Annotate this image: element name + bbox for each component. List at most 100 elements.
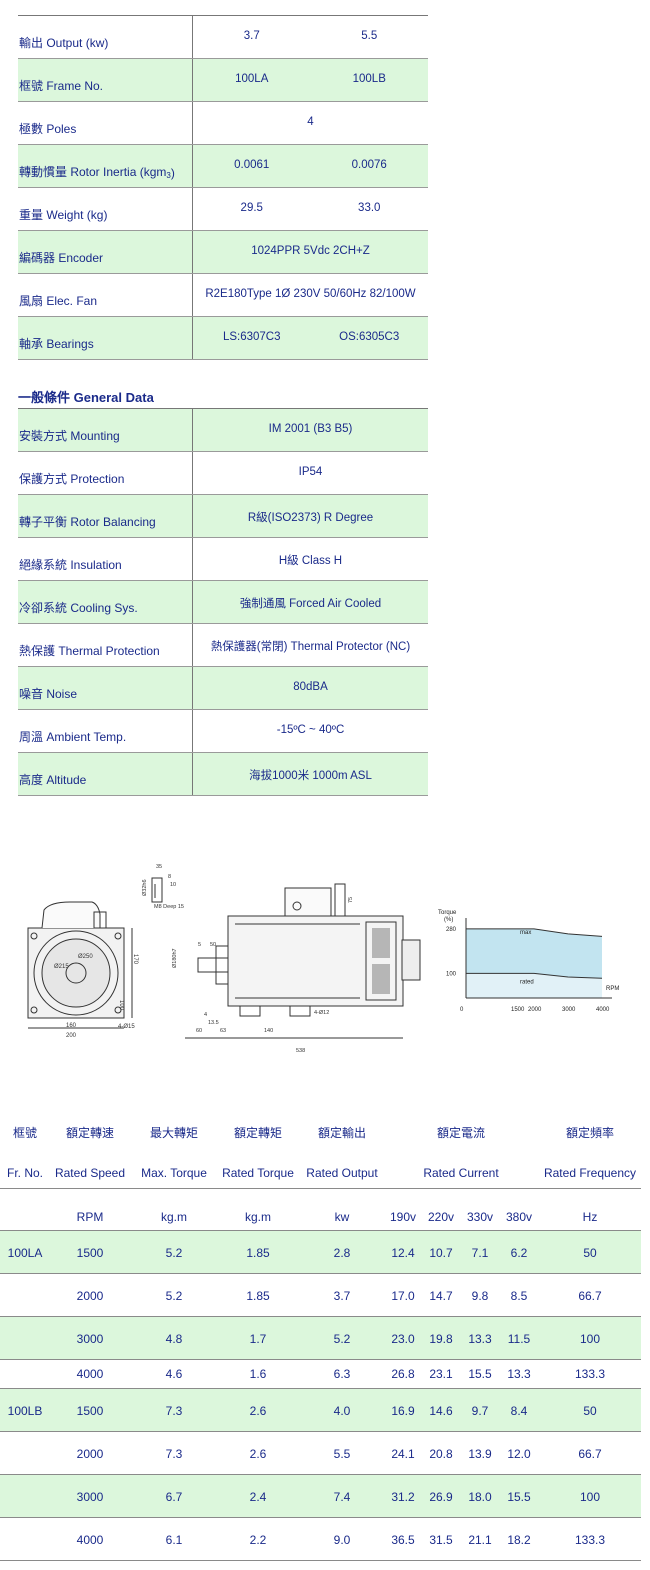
dimension-label: 13.5 <box>208 1020 219 1026</box>
general-label: 周溫 Ambient Temp. <box>18 710 193 752</box>
general-value-text: H級 Class H <box>278 555 343 567</box>
data-cell: 2.4 <box>249 1490 267 1504</box>
spec-value: R2E180Type 1Ø 230V 50/60Hz 82/100W <box>193 274 428 316</box>
dimension-label: 50 <box>210 942 216 948</box>
data-cell: 3000 <box>76 1490 104 1504</box>
data-cell: 6.1 <box>165 1533 183 1547</box>
data-cell: 50 <box>583 1246 597 1260</box>
data-cell: 2000 <box>76 1289 104 1303</box>
data-cell: 4.0 <box>333 1404 351 1418</box>
data-cell: 26.8 <box>391 1367 415 1381</box>
data-cell: 13.3 <box>507 1367 531 1381</box>
data-cell: 23.1 <box>429 1367 453 1381</box>
general-row: 絕緣系統 Insulation H級 Class H <box>18 538 428 581</box>
data-cell: 1.85 <box>246 1246 270 1260</box>
dimension-label: 160 <box>66 1023 77 1029</box>
data-cell: 9.0 <box>333 1533 351 1547</box>
data-cell: 2.2 <box>249 1533 267 1547</box>
frame-cell: 100LA <box>7 1246 43 1260</box>
data-cell: 8.5 <box>510 1289 528 1303</box>
general-value: IP54 <box>193 452 428 494</box>
unit-label: 190v <box>389 1210 417 1224</box>
row-divider <box>0 1388 641 1389</box>
data-cell: 9.8 <box>471 1289 489 1303</box>
superscript: 3 <box>166 171 171 180</box>
x-tick-label: 3000 <box>562 1007 576 1013</box>
data-cell: 4000 <box>76 1367 104 1381</box>
row-divider <box>0 1273 641 1274</box>
row-band <box>0 1231 641 1273</box>
data-cell: 66.7 <box>578 1289 602 1303</box>
header-cn: 最大轉矩 <box>149 1126 198 1140</box>
data-cell: 3000 <box>76 1332 104 1346</box>
header-cn: 框號 <box>12 1126 37 1140</box>
dimension-label: 140 <box>264 1028 273 1034</box>
data-cell: 5.5 <box>333 1447 351 1461</box>
spec-value-text: 29.5 <box>240 202 263 214</box>
data-cell: 133.3 <box>574 1533 606 1547</box>
general-label: 冷卻系統 Cooling Sys. <box>18 581 193 623</box>
max-rated-band <box>466 928 602 979</box>
data-cell: 18.2 <box>507 1533 531 1547</box>
spec-label: 極數 Poles <box>18 102 193 144</box>
data-cell: 7.3 <box>165 1404 183 1418</box>
header-en: Rated Current <box>423 1166 499 1180</box>
data-cell: 6.2 <box>510 1246 528 1260</box>
general-label: 噪音 Noise <box>18 667 193 709</box>
general-value-text: 海拔1000米 1000m ASL <box>249 770 372 782</box>
dimension-label: 10 <box>170 882 176 888</box>
data-cell: 13.3 <box>468 1332 492 1346</box>
data-cell: 11.5 <box>507 1332 531 1346</box>
data-cell: 23.0 <box>391 1332 415 1346</box>
general-label: 熱保護 Thermal Protection <box>18 624 193 666</box>
data-cell: 12.4 <box>391 1246 415 1260</box>
row-divider <box>0 1316 641 1317</box>
data-cell: 1.6 <box>249 1367 267 1381</box>
spec-value-text: 33.0 <box>358 202 381 214</box>
spec-value-text: 100LA <box>235 73 269 85</box>
general-value-text: 80dBA <box>293 681 328 693</box>
dimension-label: 200 <box>66 1033 77 1039</box>
series-line-max <box>466 928 603 937</box>
data-cell: 9.7 <box>471 1404 489 1418</box>
y-axis-label: Torque <box>438 910 457 916</box>
data-cell: 7.3 <box>165 1447 183 1461</box>
spec-value-text: 5.5 <box>361 30 378 42</box>
header-cn: 額定電流 <box>436 1126 485 1140</box>
x-tick-label: 4000 <box>596 1007 610 1013</box>
x-axis-label: RPM <box>606 986 619 992</box>
data-cell: 26.9 <box>429 1490 453 1504</box>
row-divider <box>0 1359 641 1360</box>
header-en: Fr. No. <box>6 1166 43 1180</box>
data-cell: 18.0 <box>468 1490 492 1504</box>
series-line-rated <box>466 972 603 979</box>
header-cn: 額定輸出 <box>317 1126 366 1140</box>
spec-label: 框號 Frame No. <box>18 59 193 101</box>
general-value: H級 Class H <box>193 538 428 580</box>
general-value-text: -15ºC ~ 40ºC <box>276 724 345 736</box>
general-label: 絕緣系統 Insulation <box>18 538 193 580</box>
row-divider <box>0 1474 641 1475</box>
dimension-label: 4-Ø15 <box>118 1024 135 1030</box>
general-value: 80dBA <box>193 667 428 709</box>
dimension-label: 5 <box>198 942 201 948</box>
data-cell: 100 <box>579 1490 601 1504</box>
data-cell: 66.7 <box>578 1447 602 1461</box>
data-cell: 31.2 <box>391 1490 415 1504</box>
data-cell: 14.7 <box>429 1289 453 1303</box>
data-cell: 50 <box>583 1404 597 1418</box>
data-cell: 8.4 <box>510 1404 528 1418</box>
series-label-rated: rated <box>520 979 534 985</box>
unit-label: kg.m <box>244 1210 271 1224</box>
row-divider <box>0 1517 641 1518</box>
